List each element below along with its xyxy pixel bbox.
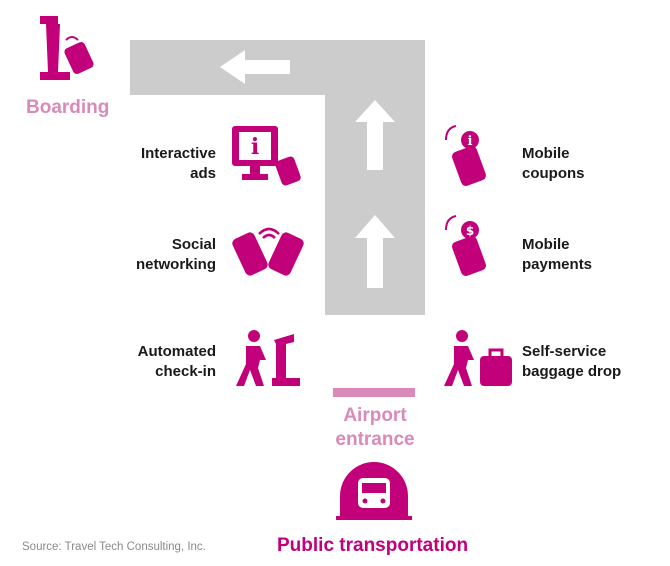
public-transportation-label: Public transportation [277, 535, 469, 556]
arrow-left [220, 50, 290, 84]
walker-suitcase-icon [444, 330, 512, 386]
entrance-bar [333, 388, 415, 397]
arrow-up-bottom [355, 215, 395, 288]
two-phones-wifi-icon [232, 227, 304, 276]
phone-dollar-icon: $ [445, 215, 486, 276]
walker-kiosk-icon [236, 330, 300, 386]
svg-text:i: i [468, 134, 473, 149]
info-screen-phone-icon: i [232, 126, 301, 186]
svg-text:$: $ [466, 224, 474, 238]
train-icon [336, 462, 412, 520]
boarding-label: Boarding [26, 97, 110, 118]
phone-info-icon: i [445, 125, 486, 186]
kiosk-phone-icon [40, 16, 94, 80]
svg-text:i: i [251, 134, 259, 160]
source-note: Source: Travel Tech Consulting, Inc. [22, 541, 206, 553]
arrow-up-top [355, 100, 395, 170]
path-shape [130, 40, 425, 315]
